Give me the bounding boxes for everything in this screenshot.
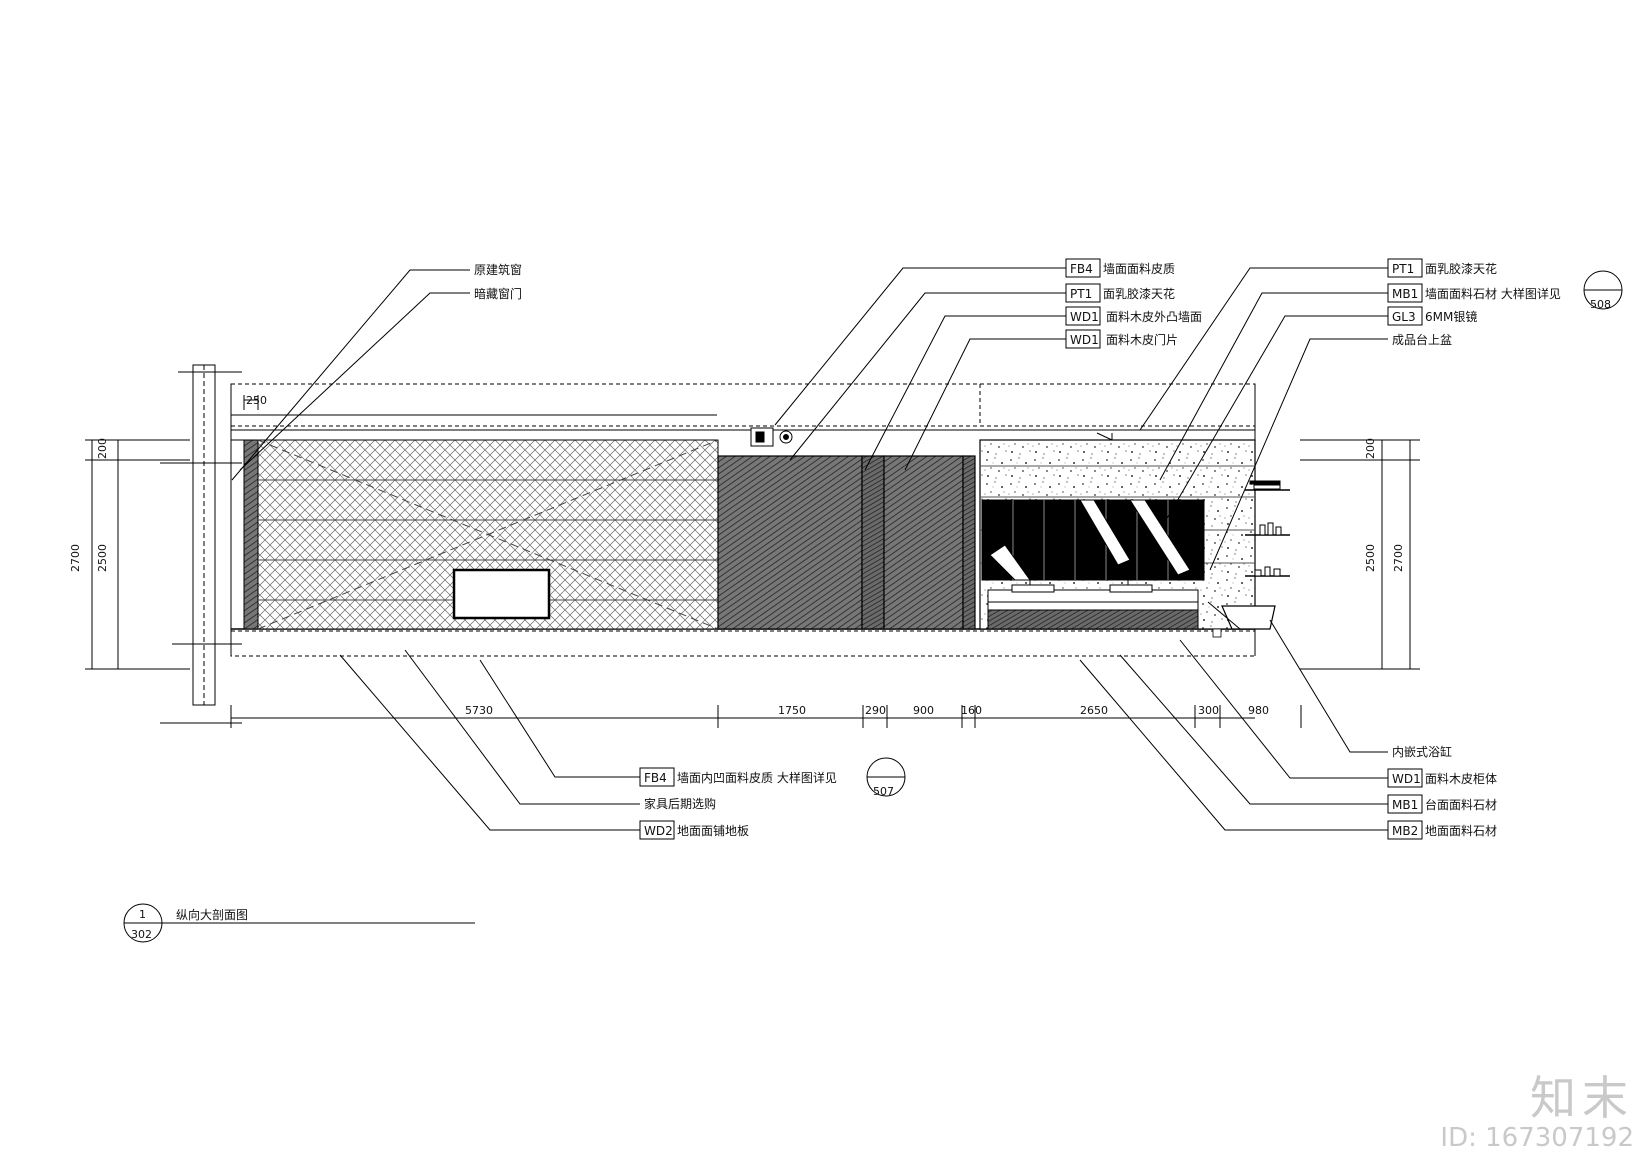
callout-mb2: 地面面料石材 [1425,824,1497,838]
code-wd1-a: WD1 [1070,310,1099,324]
callout-original-window: 原建筑窗 [474,262,522,277]
dim-left-2700: 2700 [69,544,82,572]
callout-furniture: 家具后期选购 [644,796,716,811]
code-gl3: GL3 [1392,310,1416,324]
callout-fb4-top: 墙面面料皮质 [1103,262,1175,276]
dim-250: 250 [246,394,267,407]
watermark-logo: 知末 [1530,1071,1634,1125]
text-layer: 原建筑窗 暗藏窗门 FB4 墙面面料皮质 PT1 面乳胶漆天花 WD1 面料木皮… [69,261,1611,941]
callout-pt1-mid: 面乳胶漆天花 [1103,286,1175,301]
dim-1750: 1750 [778,704,806,717]
callout-pt1-right: 面乳胶漆天花 [1425,261,1497,276]
dim-900: 900 [913,704,934,717]
code-wd1-bottom: WD1 [1392,772,1421,786]
code-mb1-bottom: MB1 [1392,798,1418,812]
callout-wd1-a: 面料木皮外凸墙面 [1106,310,1202,324]
dim-5730: 5730 [465,704,493,717]
callout-basin: 成品台上盆 [1392,332,1452,347]
drawing-title: 纵向大剖面图 [176,907,248,922]
dim-2650: 2650 [1080,704,1108,717]
callout-fb4-bottom: 墙面内凹面料皮质 大样图详见 [677,770,837,785]
watermark: 知末 ID: 167307192 [1440,1073,1634,1153]
dim-160: 160 [961,704,982,717]
dim-left-2500: 2500 [96,544,109,572]
code-pt1-mid: PT1 [1070,287,1092,301]
dim-right-200: 200 [1364,438,1377,459]
code-mb1-right: MB1 [1392,287,1418,301]
watermark-id: ID: 167307192 [1440,1123,1634,1153]
code-pt1-right: PT1 [1392,262,1414,276]
dim-980: 980 [1248,704,1269,717]
dim-left-200: 200 [96,438,109,459]
code-fb4-bottom: FB4 [644,771,667,785]
ref-507: 507 [873,785,894,798]
callout-hidden-window: 暗藏窗门 [474,286,522,301]
ref-508: 508 [1590,298,1611,311]
callout-gl3: 6MM银镜 [1425,309,1477,324]
code-fb4-top: FB4 [1070,262,1093,276]
drawing-ref-bottom: 302 [131,928,152,941]
elevation-geometry [85,258,1623,943]
callout-wd1-b: 面料木皮门片 [1106,332,1178,347]
code-wd2: WD2 [644,824,673,838]
callout-mb1-right: 墙面面料石材 大样图详见 [1425,286,1561,301]
dim-300: 300 [1198,704,1219,717]
code-wd1-b: WD1 [1070,333,1099,347]
callout-mb1-bottom: 台面面料石材 [1425,797,1497,812]
drawing-ref-top: 1 [139,908,146,921]
dim-right-2500: 2500 [1364,544,1377,572]
code-mb2: MB2 [1392,824,1418,838]
callout-wd1-bottom: 面料木皮柜体 [1425,772,1497,786]
dim-290: 290 [865,704,886,717]
callout-bathtub: 内嵌式浴缸 [1392,744,1452,759]
callout-wd2: 地面面铺地板 [677,824,749,838]
dim-right-2700: 2700 [1392,544,1405,572]
